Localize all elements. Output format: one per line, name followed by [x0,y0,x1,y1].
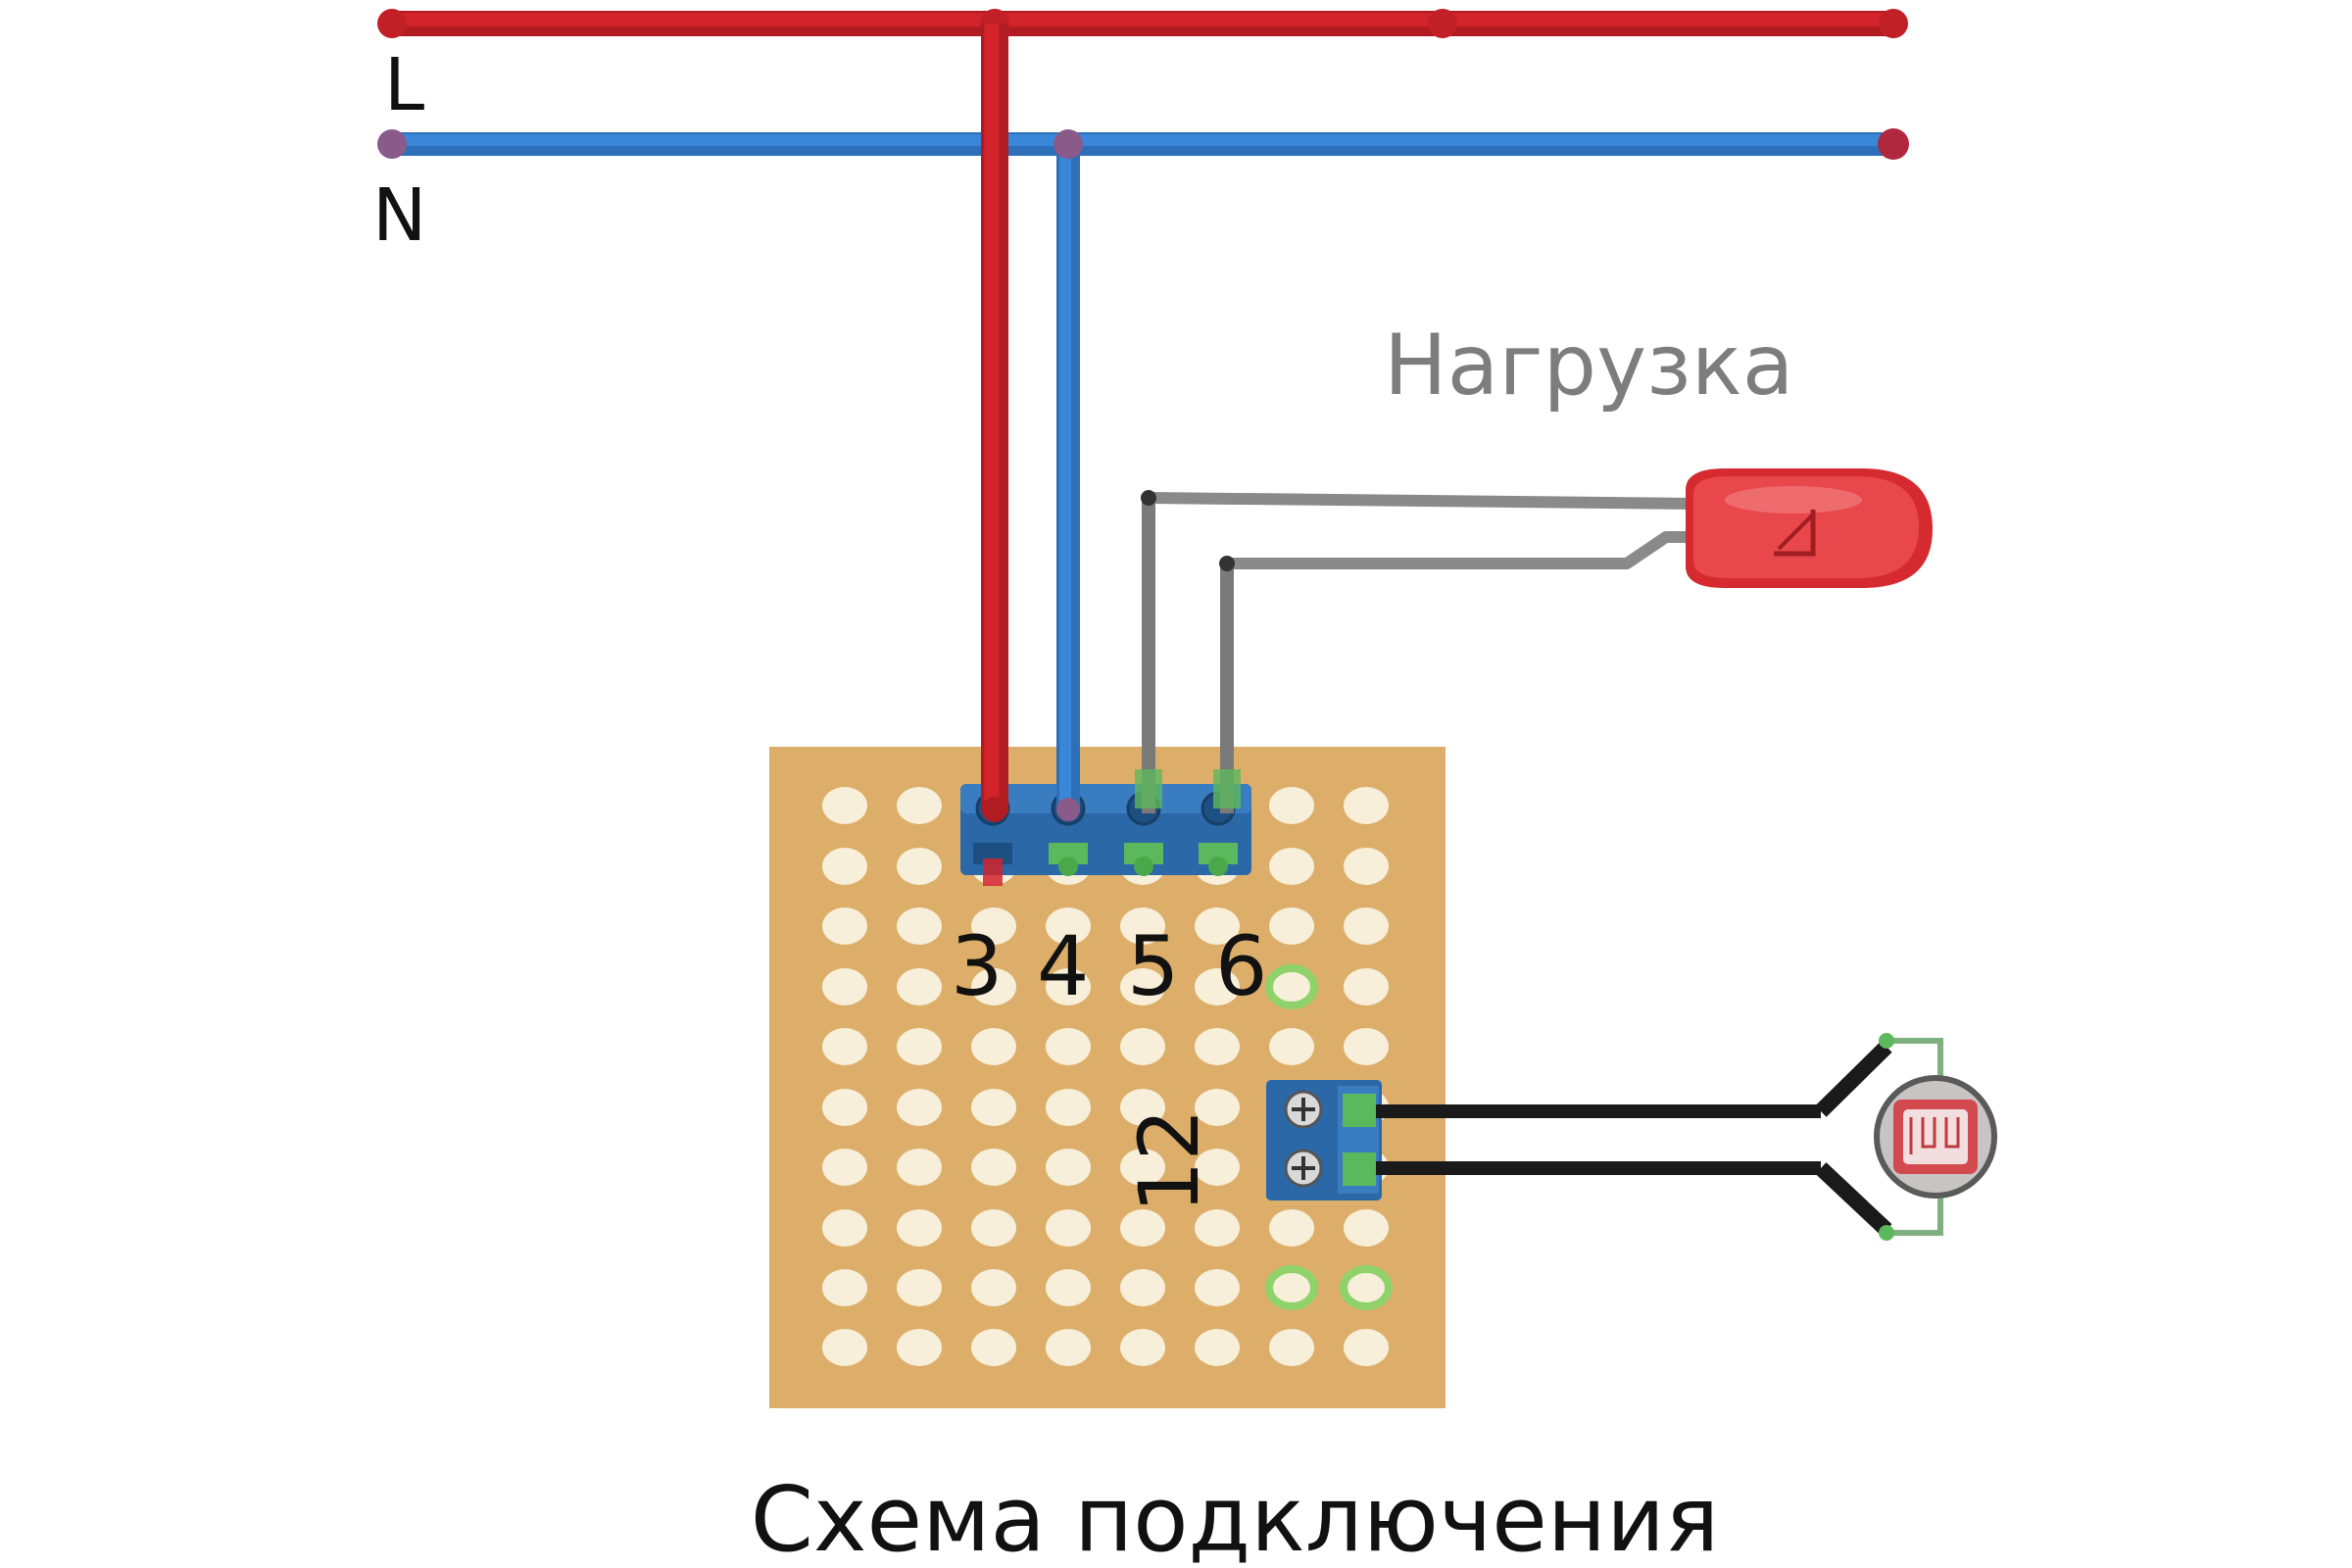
perfboard-pad [1195,1149,1240,1186]
diagram-caption: Схема подключения [751,1467,1719,1568]
load-wires [1135,490,1700,813]
perfboard-pad [1195,1089,1240,1126]
perfboard-pad [971,968,1016,1005]
perfboard-pad [1269,1028,1314,1065]
perfboard-pad [1340,1265,1393,1310]
perfboard-pad [897,1089,942,1126]
perfboard-pad [1046,1329,1091,1366]
line-n-label: N [372,173,426,258]
perfboard-pad [822,968,867,1005]
perfboard-pad [1265,964,1318,1009]
perfboard-pad [897,968,942,1005]
perfboard-pad [1120,1329,1165,1366]
line-l-label: L [384,43,424,127]
perfboard-pad [822,848,867,885]
perfboard-pad [1195,907,1240,945]
perfboard-pad [1046,1149,1091,1186]
perfboard-pad [1269,907,1314,945]
perfboard-pad [971,1028,1016,1065]
perfboard-pad [822,787,867,824]
perfboard-pad [1195,968,1240,1005]
perfboard-pad [1120,968,1165,1005]
perfboard-pad [1046,907,1091,945]
neutral-line-n [377,128,1909,160]
perfboard-pad [1344,1209,1389,1247]
perfboard-pad [1046,1269,1091,1306]
perfboard-pad [822,1329,867,1366]
terminal-block-12 [1266,1080,1382,1200]
pin-3-label: 3 [951,918,1003,1014]
perfboard-pad [1195,1209,1240,1247]
perfboard-pad [1046,1089,1091,1126]
perfboard-pad [897,1269,942,1306]
sensor-wires [1376,1041,1892,1236]
perfboard-pad [1046,1028,1091,1065]
perfboard-pad [971,1209,1016,1247]
perfboard-pad [897,1028,942,1065]
perfboard-pad [822,1149,867,1186]
perfboard-pad [1195,1028,1240,1065]
perfboard-pad [897,787,942,824]
perfboard-pad [1344,1329,1389,1366]
perfboard-pad [822,907,867,945]
led-lamp-icon [1686,468,1933,588]
terminal-block-3456 [960,784,1251,886]
perfboard-pad [822,1028,867,1065]
perfboard-pad [971,907,1016,945]
perfboard-pad [1120,907,1165,945]
phase-drop-wire [981,24,1008,822]
perfboard-pad [822,1089,867,1126]
pin-6-label: 6 [1215,918,1267,1014]
perfboard-pad [971,1329,1016,1366]
perfboard-pad [1120,1209,1165,1247]
perfboard-pad [1120,1269,1165,1306]
perfboard-pad [1269,787,1314,824]
perfboard-pad [1344,787,1389,824]
perfboard-pad [1269,1209,1314,1247]
perfboard-pad [1120,1149,1165,1186]
perfboard-pad [971,1269,1016,1306]
pin-4-label: 4 [1037,918,1089,1014]
perfboard-pad [1269,1329,1314,1366]
perfboard-pad [897,1149,942,1186]
perfboard-pad [1195,1329,1240,1366]
perfboard-pad [1120,1089,1165,1126]
pins-12-label: 12 [1121,1108,1217,1213]
perfboard-pad [822,1209,867,1247]
neutral-drop-wire [1054,129,1083,821]
perfboard-pad [897,1329,942,1366]
perfboard-pad [1344,848,1389,885]
perfboard-pad [1046,968,1091,1005]
photoresistor-icon [1874,1033,1997,1241]
perfboard-pad [1269,848,1314,885]
perfboard-pad [897,1209,942,1247]
perfboard-pad [1195,1269,1240,1306]
perfboard-pad [971,1149,1016,1186]
perfboard-pad [1120,1028,1165,1065]
pin-5-label: 5 [1127,918,1179,1014]
perfboard-pad [1344,907,1389,945]
perfboard-pad [822,1269,867,1306]
perfboard-pad [1344,968,1389,1005]
perfboard-pad [1265,1265,1318,1310]
perfboard-pad [1046,1209,1091,1247]
phase-line-l [377,9,1908,38]
perfboard-pad [897,907,942,945]
load-label: Нагрузка [1384,317,1793,415]
perfboard-pad [1344,1028,1389,1065]
perfboard-pad [971,1089,1016,1126]
perfboard-pad [897,848,942,885]
